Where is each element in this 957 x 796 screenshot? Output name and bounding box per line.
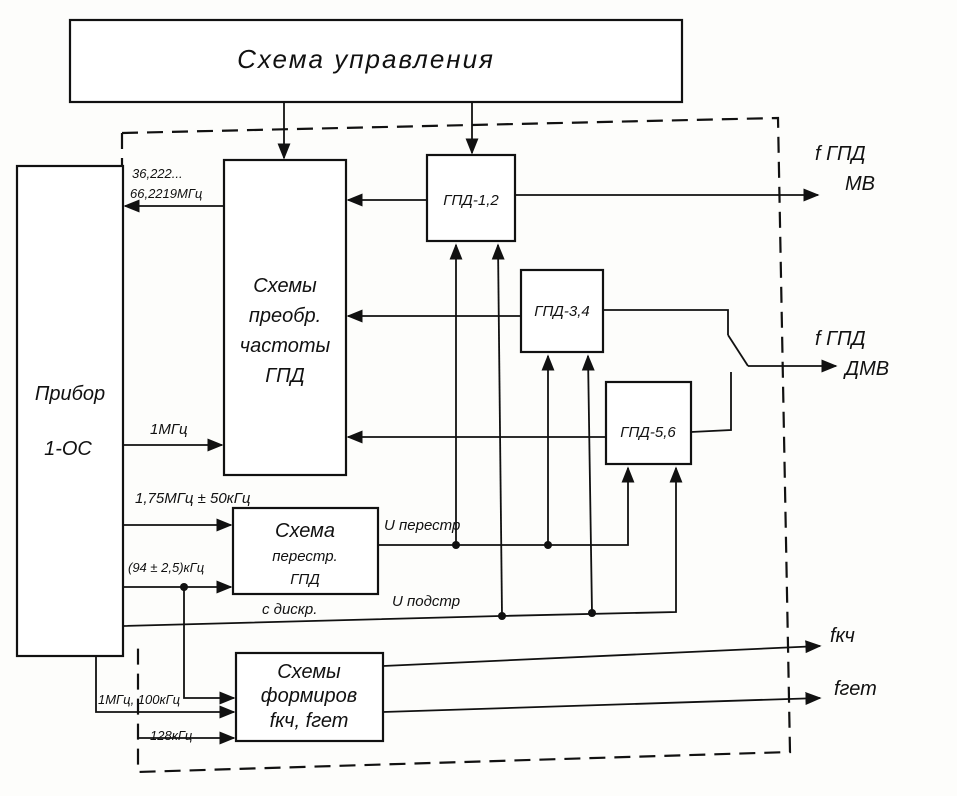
fget-label: fгет — [834, 678, 877, 700]
gpd34-block: ГПД-3,4 — [519, 268, 605, 354]
retune-block: Схема перестр. ГПД — [231, 506, 380, 596]
label-175: 1,75МГц ± 50кГц — [135, 490, 251, 507]
retune-label-2: перестр. — [272, 548, 337, 565]
f-mv-label-2: МВ — [845, 173, 875, 195]
gpd34-label: ГПД-3,4 — [534, 303, 589, 320]
control-block: Схема управления — [68, 18, 684, 104]
f-dmv-label-2: ДМВ — [843, 358, 889, 380]
gpd56-to-switch — [690, 372, 732, 433]
gpd56-block: ГПД-5,6 — [604, 380, 693, 466]
former-label-2: формиров — [261, 685, 357, 707]
retune-label-1: Схема — [275, 520, 335, 542]
tap-94-to-former — [183, 587, 236, 705]
label-1mhz-100khz: 1МГц, 100кГц — [98, 692, 180, 707]
retune-label-3: ГПД — [290, 571, 320, 588]
fget-output — [382, 691, 822, 713]
fkch-output — [382, 640, 822, 667]
f-mv-label-1: f ГПД — [815, 143, 866, 165]
u-adjust-bus — [122, 466, 683, 627]
band-switch — [727, 334, 749, 367]
gpd56-label: ГПД-5,6 — [620, 424, 676, 441]
pribor-to-former — [95, 656, 236, 719]
one-mhz-label: 1МГц — [150, 421, 188, 438]
freq-conv-label-1: Схемы — [253, 275, 317, 297]
control-label: Схема управления — [237, 44, 495, 74]
fkch-label: fкч — [830, 625, 855, 647]
gpd34-to-switch — [603, 309, 729, 335]
adjust-to-gpd34 — [581, 354, 595, 614]
freq-conv-label-2: преобр. — [249, 305, 321, 327]
former-block: Схемы формиров fкч, fгет — [234, 651, 385, 743]
gpd12-block: ГПД-1,2 — [425, 153, 517, 243]
f-dmv-label-1: f ГПД — [815, 328, 866, 350]
pribor-label-1: Прибор — [35, 383, 105, 405]
label-128: 128кГц — [150, 728, 192, 743]
range-label-1: 36,222... — [132, 166, 183, 181]
u-adjust-label: U подстр — [392, 593, 460, 610]
freq-conv-block: Схемы преобр. частоты ГПД — [222, 158, 348, 477]
pribor-label-2: 1-ОС — [44, 438, 92, 460]
former-label-3: fкч, fгет — [270, 710, 349, 732]
pribor-block: Прибор 1-ОС — [15, 164, 125, 658]
range-label-2: 66,2219МГц — [130, 186, 202, 201]
freq-conv-label-3: частоты — [240, 335, 331, 357]
unit-boundary — [121, 116, 792, 774]
freq-conv-label-4: ГПД — [265, 365, 304, 387]
retune-sub-label: с дискр. — [262, 601, 317, 618]
adjust-to-gpd12 — [491, 243, 505, 617]
u-retune-bus — [378, 466, 635, 546]
label-94: (94 ± 2,5)кГц — [128, 560, 204, 575]
u-retune-label: U перестр — [384, 517, 460, 534]
former-label-1: Схемы — [277, 661, 341, 683]
gpd12-label: ГПД-1,2 — [443, 192, 499, 209]
